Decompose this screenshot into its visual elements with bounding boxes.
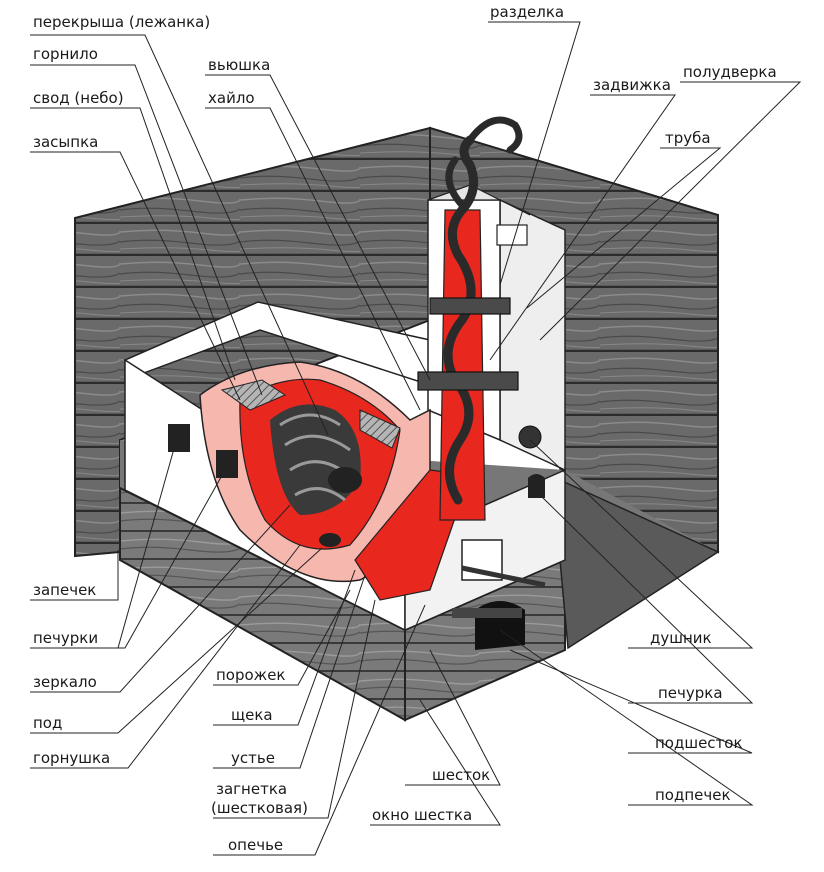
label-podshestok: подшесток: [655, 734, 743, 752]
label-pod: под: [33, 714, 63, 732]
label-truba: труба: [665, 129, 711, 147]
label-porozhek: порожек: [216, 666, 286, 684]
label-shestok: шесток: [432, 766, 491, 784]
label-perekrysha: перекрыша (лежанка): [33, 13, 211, 31]
label-poludverka: полудверка: [683, 63, 777, 81]
label-gornushka: горнушка: [33, 749, 111, 767]
stove-openings: [168, 424, 546, 650]
label-vyushka: вьюшка: [208, 56, 271, 74]
label-shcheka: щека: [231, 706, 273, 724]
label-podpechek: подпечек: [655, 786, 731, 804]
firebox-cutaway: [199, 361, 471, 601]
label-uste: устье: [231, 749, 275, 767]
label-razdelka: разделка: [490, 3, 565, 21]
label-zagnetka: загнетка: [216, 780, 288, 798]
label-zerkalo: зеркало: [33, 673, 97, 691]
chimney-flue: [417, 116, 528, 521]
label-zagnetka-2: (шестковая): [211, 799, 308, 817]
label-pechurka: печурка: [658, 684, 723, 702]
label-svod: свод (небо): [33, 89, 124, 107]
label-opeche: опечье: [228, 836, 284, 854]
label-okno-shestka: окно шестка: [372, 806, 473, 824]
label-zapechek: запечек: [33, 581, 97, 599]
label-pechurki: печурки: [33, 629, 99, 647]
leader-lines: [30, 21, 802, 856]
label-zasypka: засыпка: [33, 133, 99, 151]
label-khailo: хайло: [208, 89, 255, 107]
label-gornilo: горнило: [33, 45, 98, 63]
label-dushnik: душник: [650, 629, 712, 647]
label-zadvizhka: задвижка: [593, 76, 671, 94]
